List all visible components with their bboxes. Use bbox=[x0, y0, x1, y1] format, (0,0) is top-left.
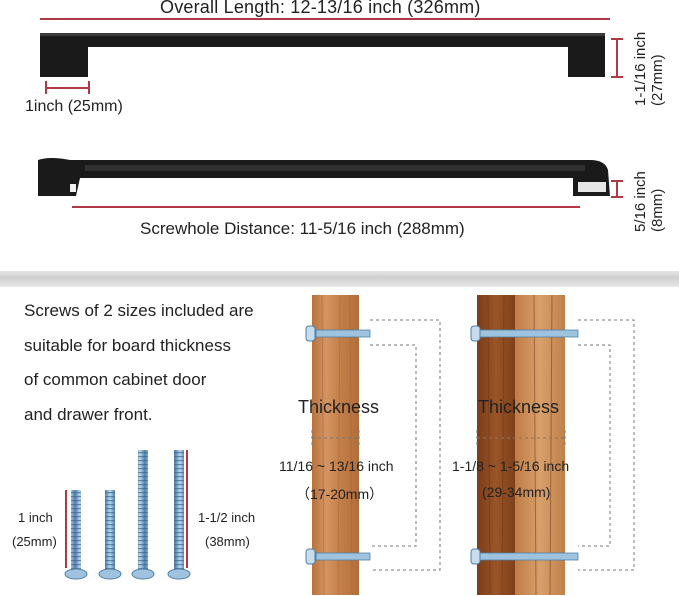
short-screw-size: 1 inch bbox=[18, 510, 53, 525]
board-thick-range: 1-1/8 ~ 1-5/16 inch bbox=[452, 458, 570, 474]
board-thick-dark bbox=[477, 295, 515, 595]
description-text: Screws of 2 sizes included are suitable … bbox=[24, 294, 254, 432]
desc-line: of common cabinet door bbox=[24, 370, 207, 389]
board-thin-screw-top bbox=[305, 325, 371, 342]
screwhole-line bbox=[72, 206, 580, 208]
handle-front-bar bbox=[40, 33, 605, 77]
board-thin-range: 11/16 ~ 13/16 inch bbox=[279, 458, 394, 474]
board-thick-light bbox=[515, 295, 565, 595]
screws-illustration bbox=[64, 450, 191, 580]
handle-front-view bbox=[40, 33, 605, 77]
desc-line: suitable for board thickness bbox=[24, 335, 231, 355]
screw-long-2 bbox=[167, 450, 191, 580]
board-thin-range-mm: （17-20mm） bbox=[296, 486, 384, 502]
board-thick-screw-top bbox=[470, 325, 579, 342]
screwhole-label: Screwhole Distance: 11-5/16 inch (288mm) bbox=[140, 219, 465, 238]
board-thin-screw-bottom bbox=[305, 548, 371, 565]
board-thin-diagram bbox=[305, 294, 441, 596]
height-label: 1-1/16 inch (27mm) bbox=[632, 31, 666, 106]
side-cutout-right bbox=[578, 182, 606, 192]
long-screw-mm: (38mm) bbox=[205, 534, 250, 549]
handle-side-bar bbox=[38, 158, 610, 196]
desc-line: Screws of 2 sizes included are bbox=[24, 301, 254, 320]
board-thick-range-mm: (29-34mm) bbox=[482, 484, 551, 500]
depth-line bbox=[616, 180, 618, 198]
board-thick-diagram bbox=[470, 294, 635, 596]
section-divider bbox=[0, 271, 679, 287]
handle-side-view bbox=[38, 158, 610, 196]
desc-line: and drawer front. bbox=[24, 404, 153, 424]
foot-width-label: 1inch (25mm) bbox=[25, 98, 123, 115]
short-screw-mm: (25mm) bbox=[12, 534, 57, 549]
long-screw-size: 1-1/2 inch bbox=[198, 510, 256, 525]
overall-length-label: Overall Length: 12-13/16 inch (326mm) bbox=[160, 0, 481, 17]
side-cutout-left bbox=[70, 184, 76, 192]
screw-short-2 bbox=[98, 490, 122, 580]
board-thin-thickness-label: Thickness bbox=[298, 397, 380, 417]
long-screw-marker bbox=[186, 450, 188, 568]
screw-short-1 bbox=[64, 490, 88, 580]
board-thick-screw-bottom bbox=[470, 548, 579, 565]
board-thick-thickness-label: Thickness bbox=[478, 397, 560, 417]
screw-long-1 bbox=[131, 450, 155, 580]
depth-label: 5/16 inch (8mm) bbox=[632, 171, 666, 232]
overall-length-line bbox=[40, 18, 610, 20]
height-line bbox=[616, 38, 618, 78]
foot-width-line bbox=[45, 87, 89, 89]
short-screw-marker bbox=[65, 490, 67, 568]
